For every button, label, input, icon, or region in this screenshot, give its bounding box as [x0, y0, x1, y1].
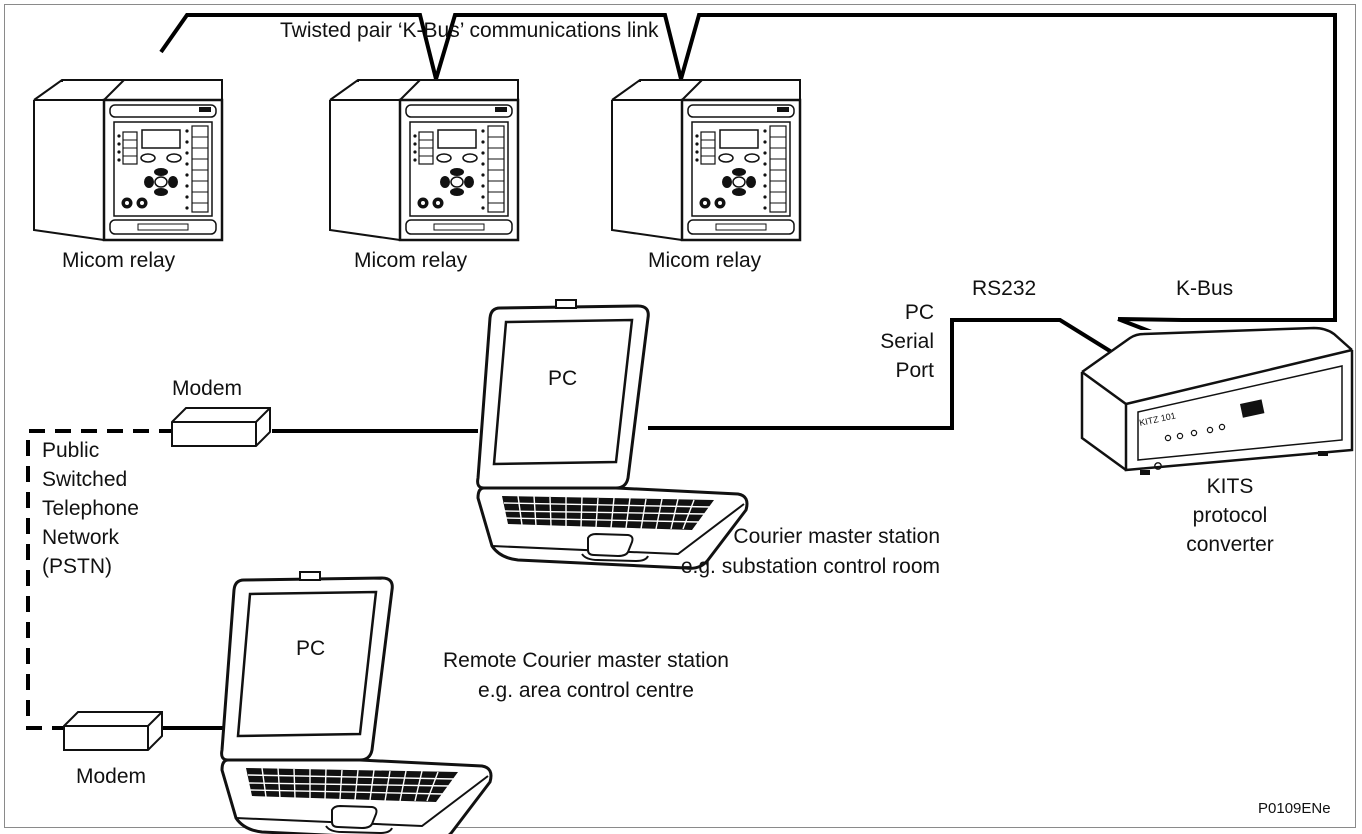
pstn-line — [26, 429, 175, 730]
courier-master-line-2: e.g. substation control room — [680, 555, 940, 578]
relay-3-icon — [610, 78, 802, 242]
pc-serial-port-line-1: PC — [904, 301, 934, 324]
relay-2-label: Micom relay — [354, 249, 468, 272]
modem-bottom-icon — [63, 711, 163, 751]
modem-top-icon — [171, 407, 271, 447]
courier-master-line-1: Courier master station — [733, 525, 940, 548]
pstn-label: Public Switched Telephone Network (PSTN) — [42, 438, 139, 580]
modem-top-label: Modem — [172, 377, 243, 400]
pc-serial-port-line-2: Serial — [880, 330, 934, 353]
figure-id-label: P0109ENe — [1258, 800, 1331, 817]
kbus-label: K-Bus — [1176, 277, 1234, 300]
pstn-line-1: Public — [42, 439, 100, 462]
relay-3-label: Micom relay — [648, 249, 762, 272]
kits-line-1: KITS — [1206, 475, 1254, 498]
pstn-line-4: Network — [42, 526, 120, 549]
pstn-line-3: Telephone — [42, 497, 139, 520]
pc-serial-port-label: PC Serial Port — [880, 300, 934, 384]
kits-line-2: protocol — [1192, 504, 1268, 527]
remote-courier-label: Remote Courier master station e.g. area … — [396, 648, 776, 704]
pstn-line-2: Switched — [42, 468, 128, 491]
pc-bottom-screen-label: PC — [296, 637, 326, 660]
rs232-label: RS232 — [972, 277, 1037, 300]
relay-2-icon — [328, 78, 520, 242]
pstn-line-5: (PSTN) — [42, 555, 112, 578]
rs232-cable — [648, 318, 1120, 430]
pc-top-screen-label: PC — [548, 367, 578, 390]
remote-courier-line-1: Remote Courier master station — [443, 649, 729, 672]
kbus-link-label: Twisted pair ‘K-Bus’ communications link — [280, 19, 659, 42]
kits-converter-icon: KITZ 101 — [1080, 326, 1354, 475]
relay-1-icon — [32, 78, 224, 242]
kits-line-3: converter — [1186, 533, 1274, 556]
remote-courier-line-2: e.g. area control centre — [478, 679, 694, 702]
kits-label: KITS protocol converter — [1170, 474, 1290, 558]
courier-master-label: Courier master station e.g. substation c… — [610, 524, 940, 580]
modem-bottom-label: Modem — [76, 765, 147, 788]
pc-serial-port-line-3: Port — [895, 359, 934, 382]
relay-1-label: Micom relay — [62, 249, 176, 272]
